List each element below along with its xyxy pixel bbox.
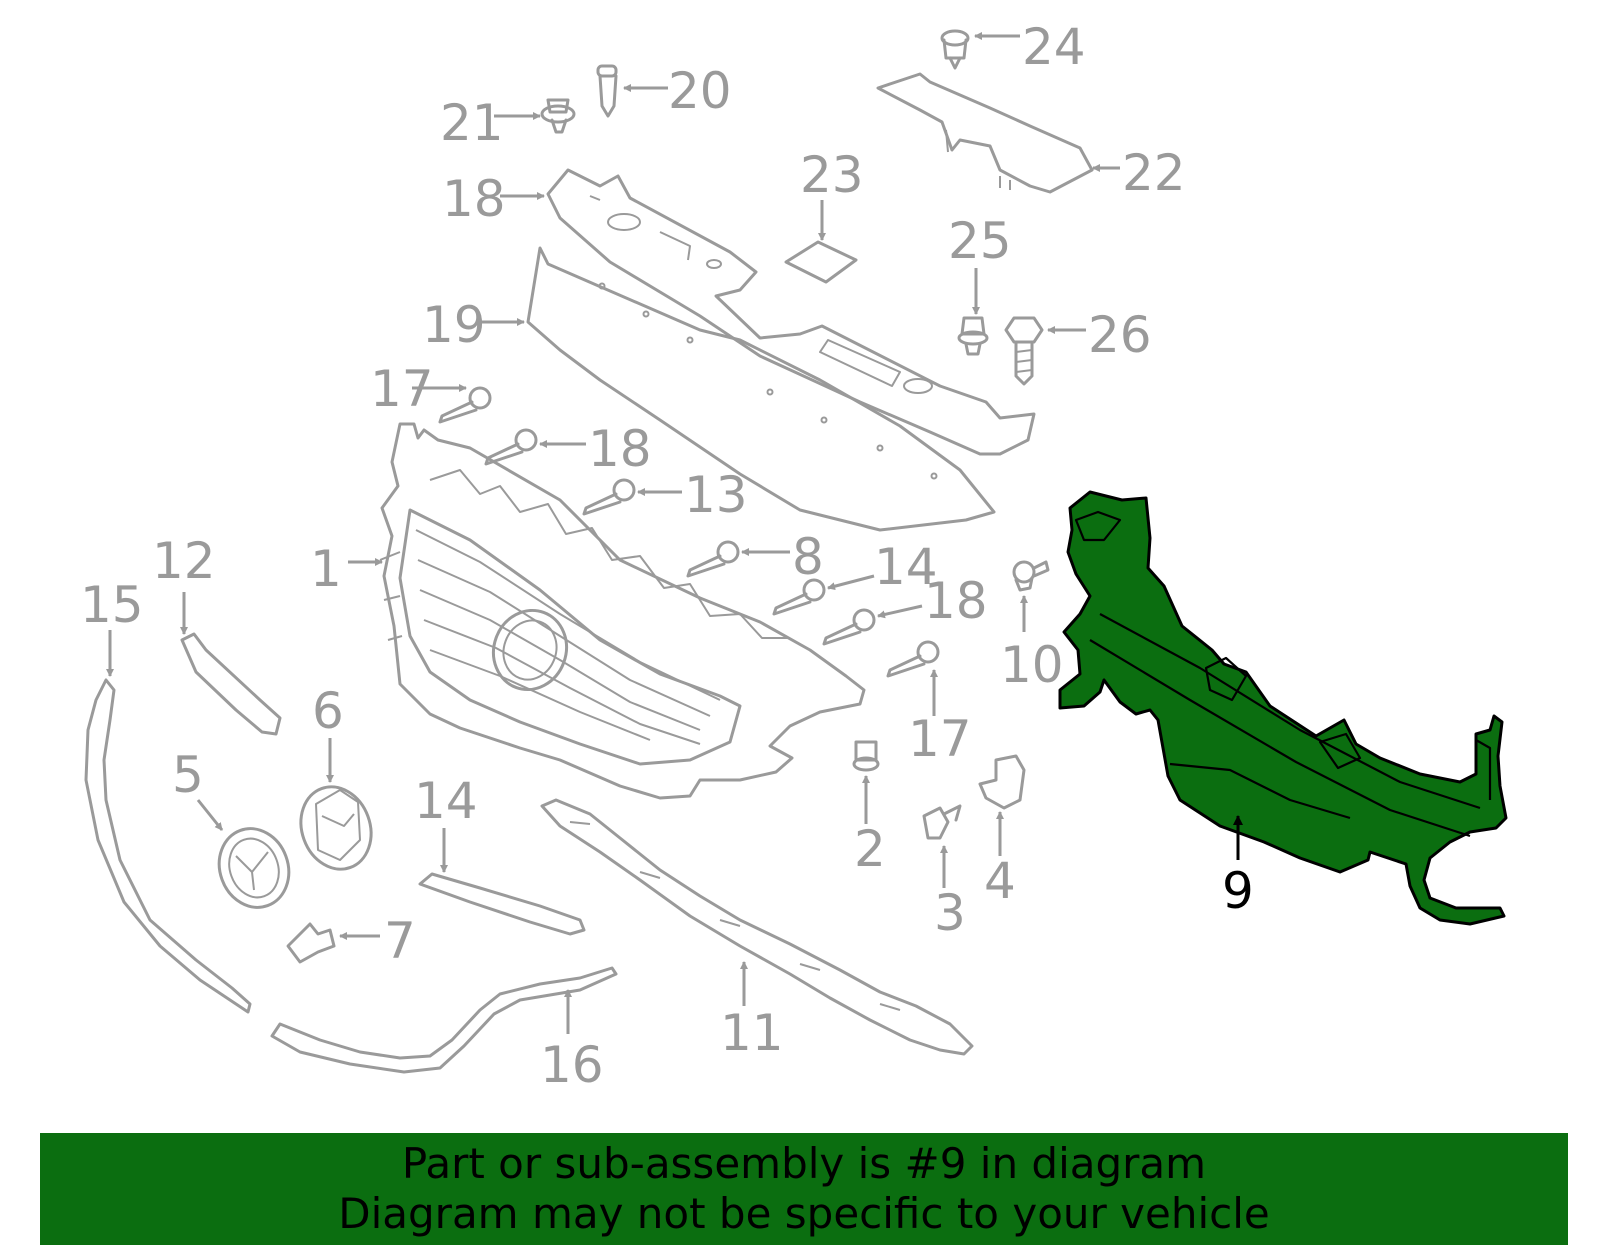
callout-14-lower: 14 [874, 538, 938, 596]
part-16-molding [270, 966, 618, 1074]
part-3-clip [922, 804, 962, 840]
screw-17-lower [886, 640, 940, 678]
callout-16: 16 [540, 1036, 604, 1094]
callout-7: 7 [384, 912, 416, 970]
callout-21: 25 [948, 212, 1012, 270]
part-7-clip [286, 922, 336, 964]
callout-3: 3 [934, 884, 966, 942]
part-6-bracket [299, 785, 373, 871]
callout-4: 4 [984, 852, 1016, 910]
callout-27: 24 [1022, 18, 1086, 76]
part-10-clip [1012, 560, 1050, 592]
part-4-bracket [978, 754, 1026, 810]
callout-18-upper: 18 [588, 420, 652, 478]
part-21-clip [957, 316, 989, 356]
callout-9: 9 [1222, 862, 1254, 920]
screw-18-upper [484, 428, 538, 466]
banner-line-1: Part or sub-assembly is #9 in diagram [401, 1139, 1207, 1188]
callout-23: 20 [668, 62, 732, 120]
part-5-emblem [217, 827, 291, 909]
callout-1: 1 [310, 540, 342, 598]
part-27-clip [940, 29, 970, 70]
part-2-clip [852, 740, 880, 772]
callout-2: 2 [854, 820, 886, 878]
callout-5: 5 [172, 746, 204, 804]
part-15-molding [84, 678, 252, 1014]
part-1-grille [379, 422, 866, 800]
part-11-deflector [540, 798, 974, 1056]
leader-14-lower [827, 574, 875, 591]
callout-24: 21 [440, 94, 504, 152]
callout-15: 15 [80, 576, 144, 634]
callout-19: 19 [422, 296, 486, 354]
callout-17-upper: 17 [370, 360, 434, 418]
part-23-clip [596, 64, 618, 118]
callout-20: 18 [442, 170, 506, 228]
callout-12: 12 [152, 532, 216, 590]
part-20-upper-cover [546, 168, 1036, 456]
screw-8 [686, 540, 740, 578]
callout-11: 11 [720, 1004, 784, 1062]
leader-5 [196, 799, 224, 831]
callout-13: 14 [414, 772, 478, 830]
callout-22: 26 [1088, 306, 1152, 364]
info-banner: Part or sub-assembly is #9 in diagram Di… [40, 1133, 1568, 1245]
screw-17-upper [438, 386, 492, 424]
part-12-strip [180, 632, 282, 736]
callout-18-lower: 18 [924, 572, 988, 630]
callout-14-upper: 13 [684, 466, 748, 524]
callout-25: 22 [1122, 144, 1186, 202]
callout-26: 23 [800, 146, 864, 204]
leader-18-lower [877, 604, 923, 619]
callout-10: 10 [1000, 636, 1064, 694]
callout-17-lower: 17 [908, 710, 972, 768]
banner-line-2: Diagram may not be specific to your vehi… [338, 1189, 1270, 1238]
callout-6: 6 [312, 682, 344, 740]
part-19-seal [526, 246, 996, 532]
screw-18-lower [822, 608, 876, 646]
callout-8: 8 [792, 528, 824, 586]
screw-14-lower [772, 578, 826, 616]
part-25-shield [876, 72, 1094, 194]
part-9-shroud [1058, 490, 1508, 926]
part-24-clip [540, 98, 576, 134]
part-26-pad [784, 240, 858, 284]
screw-14-upper [582, 478, 636, 516]
part-22-bolt [1004, 316, 1044, 386]
part-13-strip [418, 872, 586, 936]
